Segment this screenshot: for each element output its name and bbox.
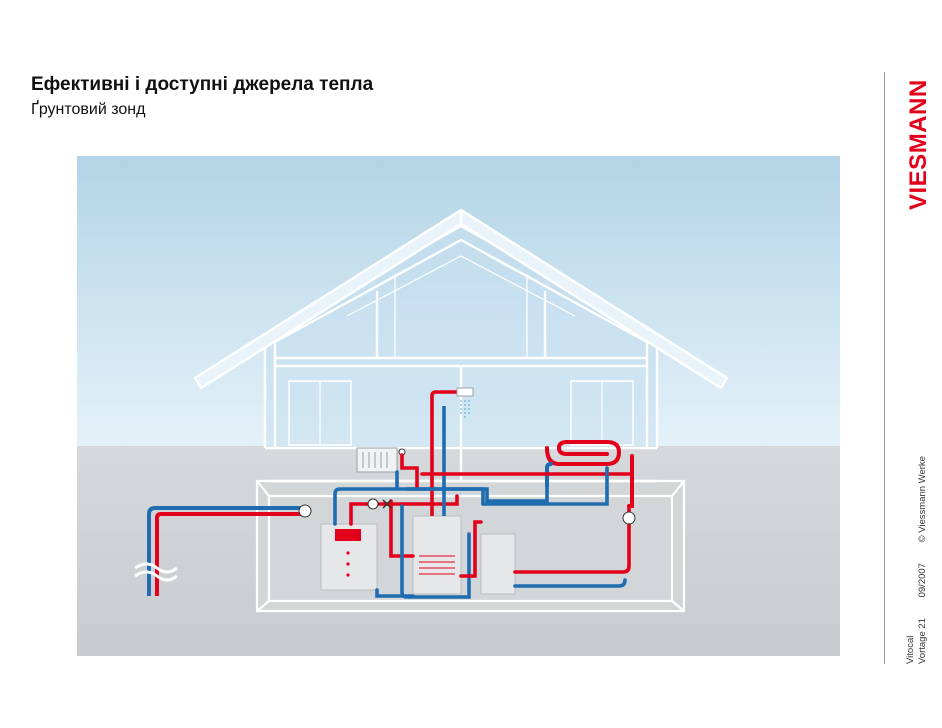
footer-date: 09/2007 [917, 563, 928, 598]
pipes-distribution [405, 454, 634, 588]
mixing-valve-icon [382, 499, 392, 509]
viessmann-logo-icon: VIESMANN [905, 79, 930, 210]
ground-probe-icon [134, 506, 305, 596]
buffer-tank-icon [480, 533, 516, 595]
mixing-valve-icon [367, 498, 379, 510]
heating-system-illustration [77, 156, 840, 656]
footer-page: Vortage 21 [917, 618, 928, 664]
circulation-pump-icon [298, 504, 312, 518]
house-structure [193, 208, 729, 483]
footer-copyright: © Viessmann Werke [917, 456, 928, 543]
heat-pump-icon [320, 523, 378, 591]
pipes-heat-pump [333, 487, 485, 599]
radiator-icon [356, 447, 406, 473]
shower-icon [430, 387, 474, 516]
divider-line [884, 72, 885, 664]
page-subtitle: Ґрунтовий зонд [31, 101, 146, 118]
circulation-pump-icon [622, 511, 636, 525]
storage-tank-icon [412, 515, 462, 595]
svg-text:VIESMANN: VIESMANN [905, 79, 930, 210]
page-title: Ефективні і доступні джерела тепла [31, 74, 374, 95]
footer-product: Vitocal [905, 635, 916, 664]
footer-vertical: Vitocal Vortage 21 09/2007 © Viessmann W… [905, 144, 929, 664]
